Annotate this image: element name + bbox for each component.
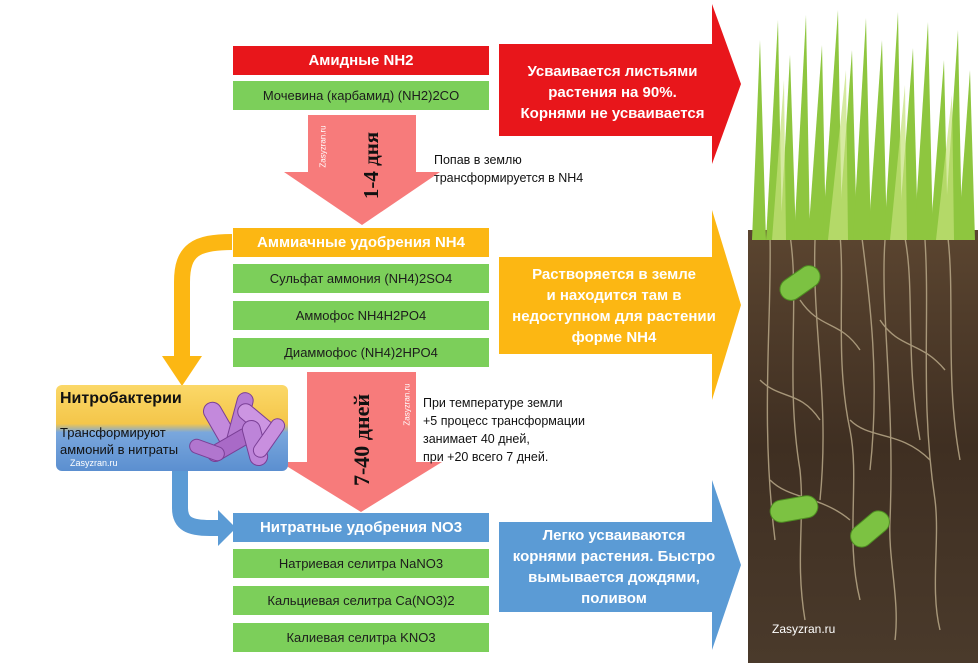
potassium-nitrate-item: Калиевая селитра KNO3 (233, 623, 489, 652)
ammonia-result-text: Растворяется в земле и находится там в н… (503, 262, 725, 350)
bacteria-illustration (189, 392, 286, 467)
transition-1-watermark: Zasyzran.ru (318, 124, 328, 168)
nitrate-result-line-1: Легко усваиваются (542, 527, 686, 544)
from-bacteria-arrow (172, 470, 220, 536)
nitrate-result-arrow (499, 480, 741, 650)
bacteria-text-line-1: Трансформируют (60, 425, 166, 440)
diammophos-item: Диаммофос (NH4)2HPO4 (233, 338, 489, 367)
ammonia-result-line-1: Растворяется в земле (532, 266, 696, 283)
nitrate-result-line-3: вымывается дождями, (528, 569, 700, 586)
ammophos-item: Аммофос NH4H2PO4 (233, 301, 489, 330)
ammonia-result-line-3: недоступном для растении (512, 308, 716, 325)
transition-arrow-2 (280, 372, 442, 512)
transition-2-duration: 7-40 дней (348, 393, 374, 487)
bacteria-watermark: Zasyzran.ru (70, 458, 118, 468)
sodium-nitrate-item: Натриевая селитра NaNO3 (233, 549, 489, 578)
transition-1-note-line-1: Попав в землю (434, 153, 522, 167)
transition-arrow-1 (284, 115, 440, 225)
transition-2-note-line-4: при +20 всего 7 дней. (423, 450, 549, 464)
calcium-nitrate-item: Кальциевая селитра Ca(NO3)2 (233, 586, 489, 615)
to-bacteria-arrow (174, 234, 233, 358)
bacteria-text: Трансформируют аммоний в нитраты (60, 424, 220, 458)
transition-2-note-line-2: +5 процесс трансформации (423, 414, 585, 428)
amide-header: Амидные NH2 (233, 46, 489, 75)
bacteria-text-line-2: аммоний в нитраты (60, 442, 179, 457)
nitrate-result-text: Легко усваиваются корнями растения. Быст… (503, 524, 725, 610)
ammonia-header: Аммиачные удобрения NH4 (233, 228, 489, 257)
transition-2-note-line-3: занимает 40 дней, (423, 432, 530, 446)
bacteria-in-soil (769, 265, 890, 548)
nitrate-header: Нитратные удобрения NO3 (233, 513, 489, 542)
nitrate-result-line-2: корнями растения. Быстро (512, 548, 716, 565)
ammonia-result-line-2: и находится там в (546, 287, 682, 304)
bacteria-title: Нитробактерии (60, 390, 182, 407)
soil-grass-photo (748, 0, 978, 663)
ammonia-result-line-4: форме NH4 (571, 329, 657, 346)
transition-1-note: Попав в землю трансформируется в NH4 (434, 151, 614, 187)
ammonium-sulfate-item: Сульфат аммония (NH4)2SO4 (233, 264, 489, 293)
photo-watermark: Zasyzran.ru (772, 622, 836, 636)
transition-2-note-line-1: При температуре земли (423, 396, 563, 410)
amide-result-text: Усваивается листьями растения на 90%. Ко… (505, 52, 720, 132)
ammonia-result-arrow (499, 210, 741, 400)
transition-2-note: При температуре земли +5 процесс трансфо… (423, 394, 623, 466)
amide-result-arrow (499, 4, 741, 164)
amide-result-line-2: растения на 90%. (548, 83, 677, 101)
amide-result-line-1: Усваивается листьями (527, 62, 698, 80)
transition-1-note-line-2: трансформируется в NH4 (434, 171, 584, 185)
amide-result-line-3: Корнями не усваивается (520, 104, 705, 122)
urea-item: Мочевина (карбамид) (NH2)2CO (233, 81, 489, 110)
transition-1-duration: 1-4 дня (359, 131, 384, 199)
nitrate-result-line-4: поливом (581, 590, 647, 607)
